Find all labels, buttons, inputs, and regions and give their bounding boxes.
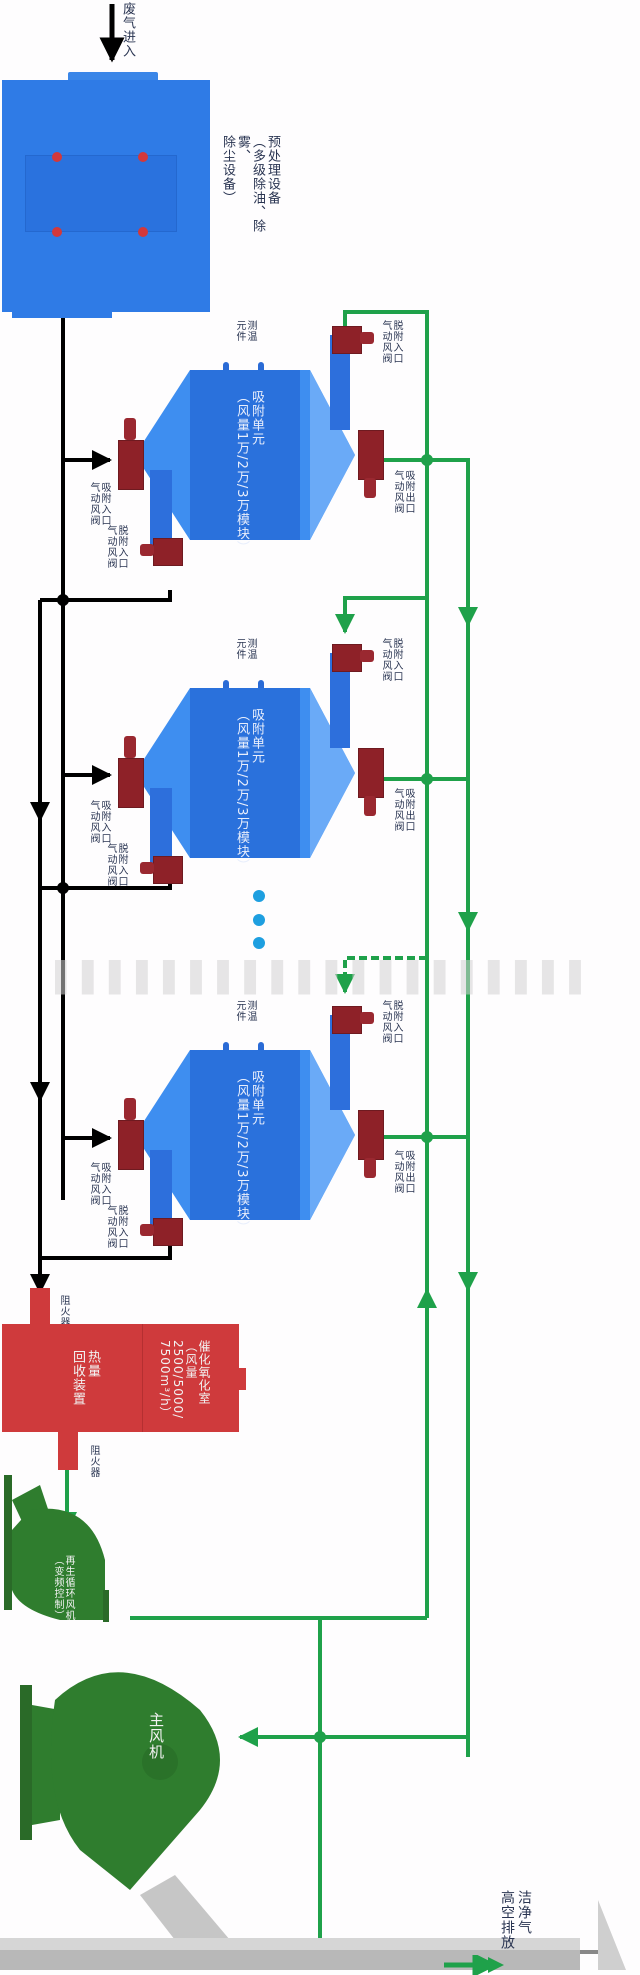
desorb-inlet-valve-top-label: 脱附入口气动风阀 [380,638,402,682]
temp-sensor-icon [223,362,229,370]
desorb-inlet-valve-top[interactable] [332,1006,362,1034]
pretreatment-equipment [0,70,215,320]
ellipsis-dot [253,914,265,926]
valve-actuator [364,796,376,816]
adsorption-unit: 测温元件 吸附单元（风量1万/2万/3万模块） 吸附入口气动风阀 脱附入口气动风… [0,980,640,1280]
adsorb-inlet-valve-label: 吸附入口气动风阀 [88,800,110,844]
adsorption-bed-body [135,688,355,858]
valve-actuator [140,1224,154,1236]
heat-recovery-label: 热量回收装置 [70,1350,100,1406]
adsorb-outlet-valve[interactable] [358,1110,384,1160]
desorb-inlet-valve-bottom-label: 脱附入口气动风阀 [105,525,127,569]
adsorption-bed-body [135,1050,355,1220]
flame-arrester-top [30,1288,50,1328]
adsorption-unit-label: 吸附单元（风量1万/2万/3万模块） [234,390,264,555]
adsorb-inlet-valve-label: 吸附入口气动风阀 [88,1162,110,1206]
waste-gas-lines [30,316,172,1294]
clean-gas-lines [57,310,478,1970]
adsorption-unit-label: 吸附单元（风量1万/2万/3万模块） [234,708,264,873]
temp-sensor-icon [258,362,264,370]
desorb-inlet-valve-top-label: 脱附入口气动风阀 [380,1000,402,1044]
valve-actuator [360,1012,374,1024]
adsorb-outlet-valve[interactable] [358,430,384,480]
ellipsis-dot [253,890,265,902]
ellipsis-dot [253,937,265,949]
desorb-inlet-valve-bottom[interactable] [153,856,183,884]
desorb-inlet-valve-top[interactable] [332,326,362,354]
adsorb-inlet-valve[interactable] [118,440,144,490]
valve-actuator [124,1098,136,1120]
desorb-inlet-valve-bottom-label: 脱附入口气动风阀 [105,843,127,887]
main-fan [20,1672,220,1890]
desorb-inlet-valve-bottom[interactable] [153,538,183,566]
main-fan-label: 主风机 [147,1712,165,1760]
valve-actuator [360,332,374,344]
desorb-inlet-valve-top-label: 脱附入口气动风阀 [380,320,402,364]
exhaust-stack [0,1875,626,1970]
desorb-inlet-valve-bottom[interactable] [153,1218,183,1246]
adsorb-inlet-valve-label: 吸附入口气动风阀 [88,482,110,526]
valve-actuator [364,478,376,498]
exhaust-flow-arrow [444,1955,504,1975]
inlet-label: 废气进入 [120,2,135,58]
adsorb-outlet-valve-label: 吸附出口气动风阀 [392,470,414,514]
adsorb-outlet-valve[interactable] [358,748,384,798]
temp-sensor-icon [223,680,229,688]
valve-actuator [364,1158,376,1178]
temp-sensor-label: 测温元件 [234,320,256,342]
adsorption-bed-body [135,370,355,540]
valve-actuator [140,544,154,556]
pretreatment-label: 预处理设备 （多级除油、除雾、 除尘设备） [220,135,280,255]
temp-sensor-icon [223,1042,229,1050]
chamber-outlet-port [238,1368,246,1390]
valve-actuator [360,650,374,662]
regen-circulation-fan [4,1475,109,1622]
adsorption-unit: 测温元件 吸附单元（风量1万/2万/3万模块） 吸附入口气动风阀 脱附入口气动风… [0,300,640,600]
flame-arrester-bottom-label: 阻火器 [88,1445,99,1478]
heat-recovery-unit [2,1324,142,1432]
exhaust-label: 洁净气高空排放 [499,1890,532,1950]
watermark: ▌▌▌▌▌▌▌▌▌▌▌▌▌▌▌▌▌▌▌▌▌ [55,960,590,995]
pretreatment-label-line3: 除尘设备） [220,135,235,205]
temp-sensor-label: 测温元件 [234,1000,256,1022]
adsorb-outlet-valve-label: 吸附出口气动风阀 [392,788,414,832]
flame-arrester-top-label: 阻火器 [58,1295,69,1328]
desorb-inlet-valve-top[interactable] [332,644,362,672]
valve-actuator [140,862,154,874]
adsorb-inlet-valve[interactable] [118,1120,144,1170]
temp-sensor-label: 测温元件 [234,638,256,660]
valve-actuator [124,736,136,758]
adsorption-unit-label: 吸附单元（风量1万/2万/3万模块） [234,1070,264,1235]
valve-actuator [124,418,136,440]
pretreatment-label-line1: 预处理设备 [265,135,280,205]
temp-sensor-icon [258,680,264,688]
pretreatment-label-line2: （多级除油、除雾、 [235,135,265,233]
adsorption-unit: 测温元件 吸附单元（风量1万/2万/3万模块） 吸附入口气动风阀 脱附入口气动风… [0,618,640,918]
desorb-inlet-valve-bottom-label: 脱附入口气动风阀 [105,1205,127,1249]
adsorb-outlet-valve-label: 吸附出口气动风阀 [392,1150,414,1194]
flame-arrester-bottom [58,1432,78,1470]
regen-fan-label: 再生循环风机（变频控制） [52,1555,74,1621]
temp-sensor-icon [258,1042,264,1050]
catalytic-oxidation-chamber [142,1324,239,1432]
adsorb-inlet-valve[interactable] [118,758,144,808]
